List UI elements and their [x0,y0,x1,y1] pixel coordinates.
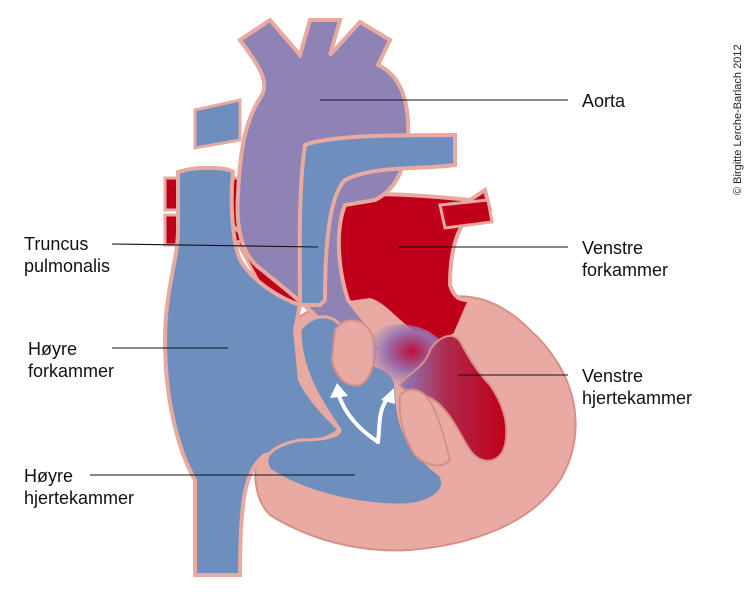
label-venstre-hjertekammer: Venstre hjertekammer [582,366,692,408]
flow-arrow-right-head [381,388,395,404]
label-hoyre-forkammer-line1: Høyre [28,339,77,359]
label-hoyre-forkammer-line2: forkammer [28,361,114,381]
copyright-notice: © Birgitte Lerche-Barlach 2012 [732,44,744,195]
label-truncus-line2: pulmonalis [24,256,110,276]
label-venstre-forkammer: Venstre forkammer [582,238,668,280]
septum [330,319,377,387]
label-hoyre-forkammer: Høyre forkammer [28,339,114,381]
label-hoyre-hjertekammer: Høyre hjertekammer [24,466,134,508]
flow-arrow-left [336,391,380,444]
label-truncus-line1: Truncus [24,234,88,254]
truncus-pulmonalis [297,132,457,307]
label-venstre-forkammer-line2: forkammer [582,260,668,280]
flow-arrow-left-head [330,383,348,398]
ventricular-wall [398,388,452,467]
pulmonary-vein-right [438,198,494,230]
label-venstre-hjertekammer-line2: hjertekammer [582,388,692,408]
label-aorta: Aorta [582,91,626,111]
label-venstre-hjertekammer-line1: Venstre [582,366,643,386]
leader-truncus-pulmonalis [111,243,319,248]
pulmonary-artery-branch [193,98,242,150]
label-aorta-line1: Aorta [582,91,626,111]
label-venstre-forkammer-line1: Venstre [582,238,643,258]
label-hoyre-hjertekammer-line2: hjertekammer [24,488,134,508]
left-ventricle [398,335,508,462]
label-truncus-pulmonalis: Truncus pulmonalis [24,234,110,276]
label-hoyre-hjertekammer-line1: Høyre [24,466,73,486]
